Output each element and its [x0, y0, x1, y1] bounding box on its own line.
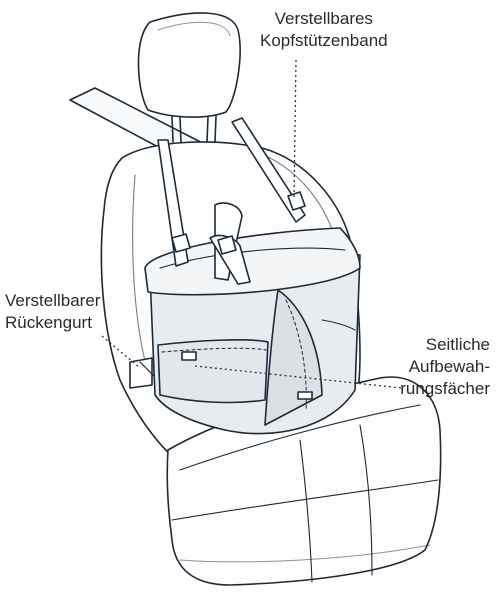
callout-side-pockets-line1: Seitliche — [425, 335, 490, 354]
callout-back-strap-line2: Rückengurt — [5, 313, 92, 332]
callout-headrest-strap-line2: Kopfstützenband — [260, 31, 388, 50]
callout-headrest-strap: Verstellbares Kopfstützenband — [260, 8, 388, 52]
headrest-post-right — [206, 115, 217, 143]
callout-back-strap-line1: Verstellbarer — [5, 291, 101, 310]
headrest-strap-left — [157, 139, 189, 267]
callout-headrest-strap-line1: Verstellbares — [274, 9, 373, 28]
headrest — [137, 12, 241, 118]
carrier-rim — [144, 227, 361, 296]
callout-side-pockets-line2: Aufbewah- — [408, 357, 490, 376]
callout-back-strap: Verstellbarer Rückengurt — [5, 290, 100, 334]
callout-side-pockets: Seitliche Aufbewah- rungsfächer — [400, 334, 490, 400]
callout-side-pockets-line3: rungsfächer — [400, 379, 490, 398]
headrest-strap-right — [231, 117, 306, 223]
headrest-post-left — [171, 115, 182, 143]
pocket-tag — [181, 351, 197, 361]
pocket-tag — [297, 391, 313, 400]
leader-headrest-strap — [293, 59, 297, 201]
back-strap — [129, 357, 153, 389]
leader-back-strap — [101, 335, 141, 369]
